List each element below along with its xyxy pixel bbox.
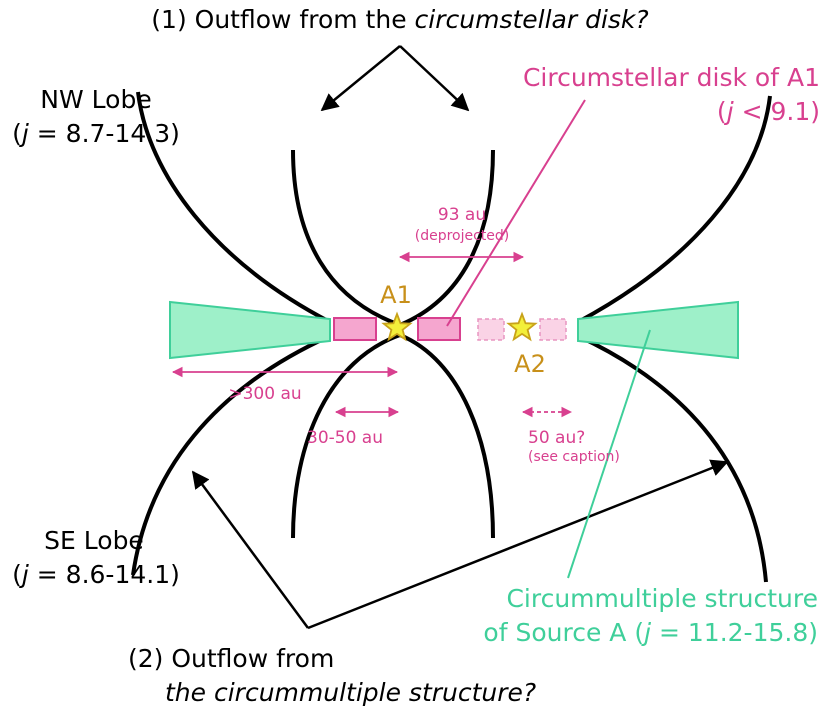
outflow2-label-line1: (2) Outflow from [128,644,334,673]
outflow1-arrow-left [320,45,401,112]
a1-label: A1 [380,281,412,309]
circummultiple-wedge-right [577,300,739,360]
inner-lower-left-curve [291,333,401,539]
se-lobe-title: SE Lobe [44,526,144,555]
a1-disk-right [417,317,461,341]
disk-label-title: Circumstellar disk of A1 [523,63,820,92]
inner-span-label: 30-50 au [307,428,383,448]
circummultiple-wedge-left [169,300,331,360]
separation-note: (see caption) [528,449,620,465]
structure-label-line1: Circummultiple structure [506,584,818,613]
structure-pointer-line [567,329,651,579]
disk-span-note: (deprojected) [415,228,510,244]
nw-lobe-range: (j = 8.7-14.3) [12,119,180,148]
outflow2-arrow-left [191,470,310,629]
a2-label: A2 [514,350,546,378]
disk-pointer-line [446,99,586,327]
outflow2-arrow-right [307,459,729,630]
nw-lobe-outer-curve [136,91,331,324]
disk-label-range: (j < 9.1) [717,97,820,126]
inner-lower-right-curve [399,333,495,539]
se-lobe-range: (j = 8.6-14.1) [12,560,180,589]
a1-star-icon [381,311,413,342]
inner-upper-left-curve [291,149,401,327]
outflow1-label: (1) Outflow from the circumstellar disk? [151,5,648,34]
disk-span-label: 93 au [438,205,486,225]
a1-disk-left [333,317,377,341]
outer-span-label: >300 au [228,384,301,404]
nw-lobe-title: NW Lobe [40,85,151,114]
outflow1-arrow-right [399,45,470,112]
a2-star-icon [506,311,538,342]
sw-outer-curve [577,334,768,583]
a2-disk-left [477,318,505,341]
outflow2-label-line2: the circummultiple structure? [165,678,536,707]
separation-label: 50 au? [528,428,585,448]
a2-disk-right [539,318,567,341]
ne-outer-curve [577,95,772,324]
se-lobe-outer-curve [131,334,331,576]
structure-label-line2: of Source A (j = 11.2-15.8) [483,618,818,647]
